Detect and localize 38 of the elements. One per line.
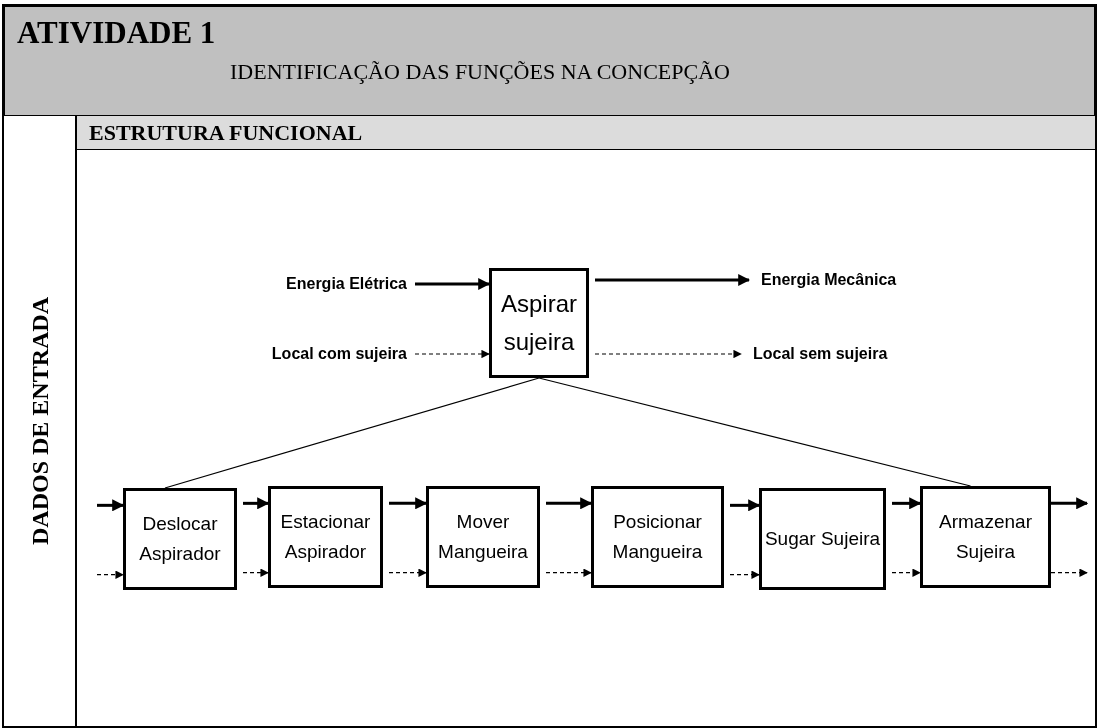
header-band bbox=[2, 4, 1097, 118]
output-label: Energia Mecânica bbox=[761, 268, 936, 292]
arrow bbox=[892, 497, 922, 510]
connector-line bbox=[538, 377, 972, 487]
function-box: Aspirar sujeira bbox=[489, 268, 589, 378]
dashed-arrow bbox=[96, 570, 124, 579]
arrow bbox=[389, 497, 428, 510]
dashed-arrow bbox=[594, 349, 742, 359]
input-label: Local com sujeira bbox=[217, 342, 407, 366]
side-column bbox=[2, 116, 77, 728]
arrow bbox=[415, 278, 491, 290]
dashed-arrow bbox=[729, 570, 760, 579]
function-box: Armazenar Sujeira bbox=[920, 486, 1051, 588]
function-box: Sugar Sujeira bbox=[759, 488, 886, 590]
dashed-arrow bbox=[545, 568, 592, 577]
dashed-arrow bbox=[388, 568, 427, 577]
title: ATIVIDADE 1 bbox=[17, 15, 216, 51]
output-label: Local sem sujeira bbox=[753, 342, 928, 366]
connector-line bbox=[164, 377, 540, 489]
arrow bbox=[546, 497, 593, 510]
panel bbox=[77, 116, 1097, 728]
arrow bbox=[595, 274, 751, 286]
function-box: Deslocar Aspirador bbox=[123, 488, 237, 590]
subtitle: IDENTIFICAÇÃO DAS FUNÇÕES NA CONCEPÇÃO bbox=[230, 59, 730, 85]
dashed-arrow bbox=[414, 349, 490, 359]
function-box: Estacionar Aspirador bbox=[268, 486, 383, 588]
dashed-arrow bbox=[242, 568, 269, 577]
arrow bbox=[97, 499, 125, 512]
input-label: Energia Elétrica bbox=[227, 272, 407, 296]
arrow bbox=[243, 497, 270, 510]
dashed-arrow bbox=[891, 568, 921, 577]
arrow bbox=[730, 499, 761, 512]
vertical-heading: DADOS DE ENTRADA bbox=[26, 297, 53, 545]
dashed-arrow bbox=[1050, 568, 1088, 577]
function-box: Mover Mangueira bbox=[426, 486, 540, 588]
arrow bbox=[1051, 497, 1089, 510]
function-box: Posicionar Mangueira bbox=[591, 486, 724, 588]
panel-heading: ESTRUTURA FUNCIONAL bbox=[77, 116, 1095, 150]
